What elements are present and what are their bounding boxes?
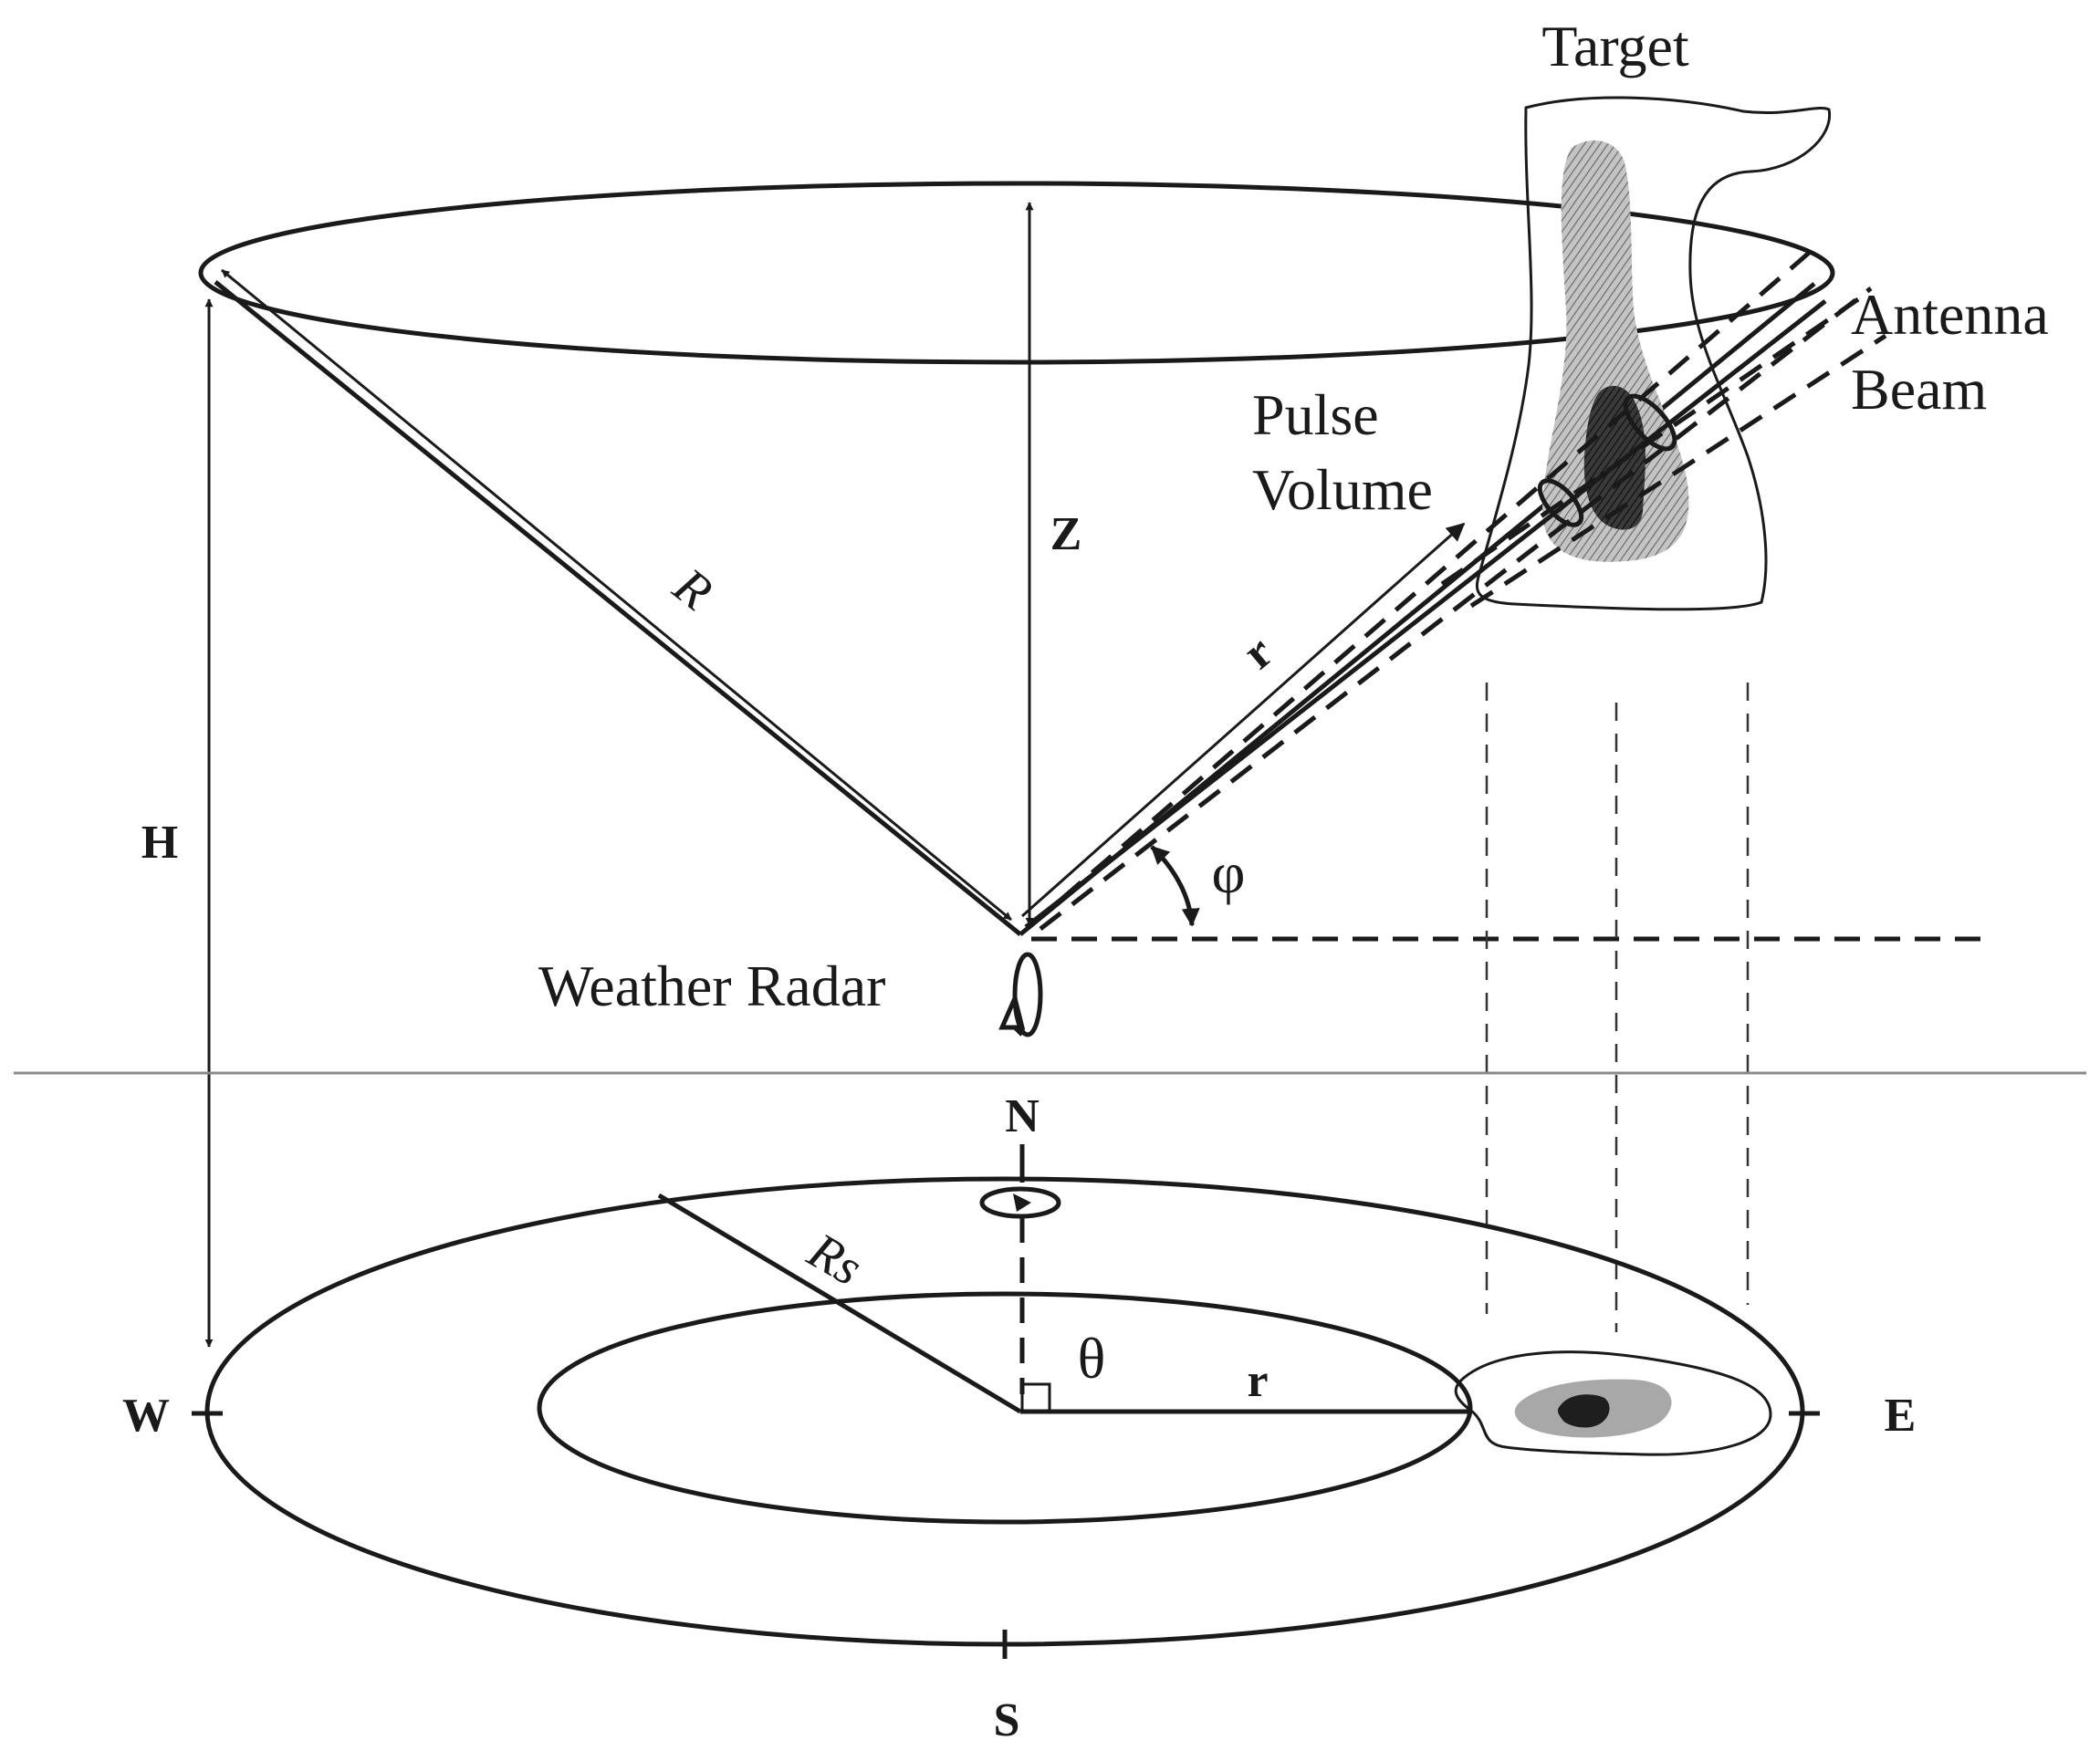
beam-lower-outer: [1469, 333, 1887, 609]
weather-radar-label: Weather Radar: [538, 954, 885, 1018]
beam-axis: [1024, 299, 1827, 929]
rotation-indicator: [979, 1186, 1061, 1219]
plan-view: [192, 1144, 1820, 1659]
pulse-label: Pulse: [1252, 382, 1379, 447]
plan-echo-core: [1557, 1394, 1610, 1428]
target-echo-core: [1583, 385, 1646, 530]
elevation-angle-arc: [1150, 845, 1200, 927]
azimuth-theta-label: θ: [1078, 1326, 1106, 1391]
beam-lower-edge: [1039, 287, 1873, 931]
beam-upper-edge: [1029, 246, 1816, 927]
slant-r-label: r: [1233, 626, 1282, 680]
slant-r-arrow: [1021, 522, 1466, 918]
east-label: E: [1885, 1390, 1917, 1442]
west-label: W: [122, 1390, 170, 1442]
ground-range-r-label: r: [1247, 1355, 1268, 1407]
antenna-label: Antenna: [1851, 282, 2049, 347]
height-H-label: H: [141, 817, 178, 869]
cone-top-ellipse: [198, 181, 1835, 365]
volume-label: Volume: [1252, 457, 1433, 522]
beam-label: Beam: [1851, 357, 1987, 422]
projection-lines: [1485, 683, 1750, 1332]
elevation-phi-label: φ: [1212, 840, 1246, 905]
surface-range-Rs-line: [657, 1193, 1022, 1414]
pulse-volume-far: [1623, 393, 1677, 452]
slant-range-R-arrow: [221, 268, 1012, 922]
right-angle-marker: [1020, 1382, 1051, 1413]
south-label: S: [994, 1694, 1020, 1746]
range-R-label: R: [663, 557, 723, 621]
rotation-arrow-icon: [1013, 1193, 1031, 1212]
target-label: Target: [1541, 14, 1689, 78]
plan-target-outline: [1454, 1350, 1772, 1456]
target-outline: [1475, 96, 1832, 611]
height-Z-label: Z: [1050, 508, 1082, 560]
cone-left-edge: [214, 280, 1022, 936]
north-label: N: [1005, 1090, 1040, 1142]
pulse-volume-near: [1537, 478, 1584, 527]
inner-range-ring: [537, 1291, 1473, 1525]
radar-dish-icon: [998, 952, 1043, 1037]
antenna-beam: [1024, 246, 1887, 931]
